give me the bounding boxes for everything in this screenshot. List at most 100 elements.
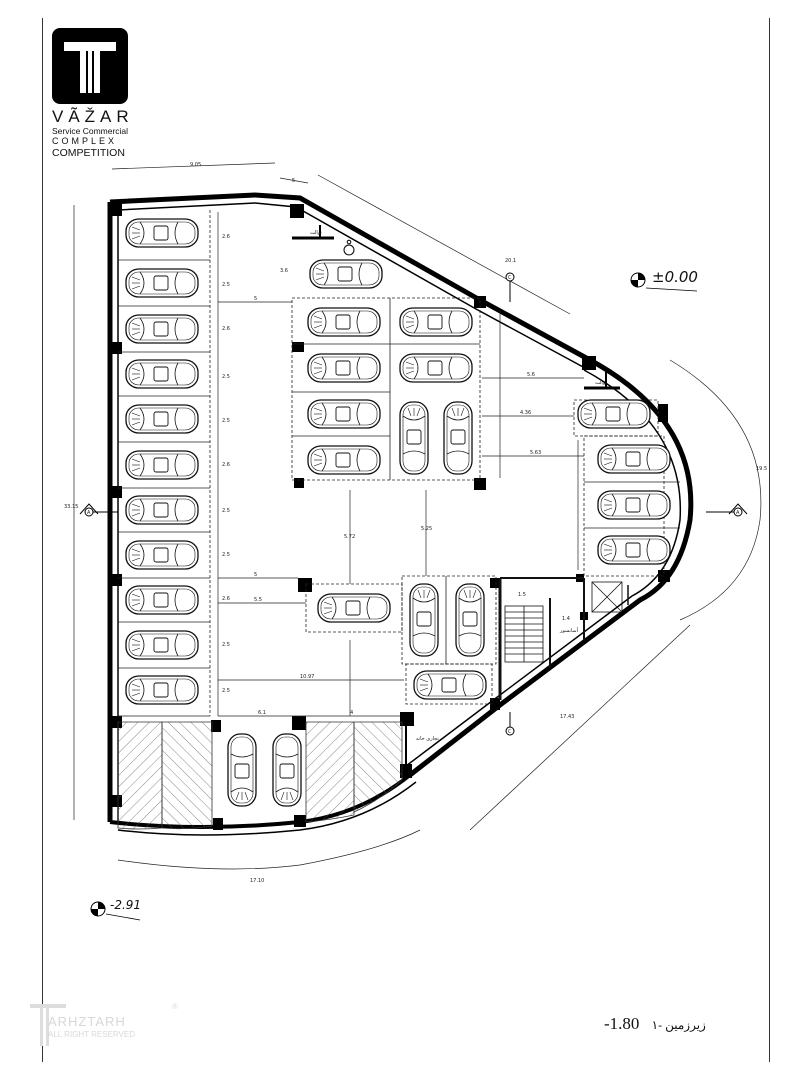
car <box>597 490 671 520</box>
floor-name: زیرزمین -۱ <box>651 1018 706 1032</box>
logo-subtitle: Service Commercial <box>52 126 129 136</box>
floor-title: -1.80 زیرزمین -۱ <box>604 1014 706 1034</box>
car <box>125 404 199 434</box>
level-lower: -2.91 <box>110 898 142 912</box>
car <box>399 353 473 383</box>
level-ground: ±0.00 <box>652 268 698 286</box>
car <box>125 585 199 615</box>
dim-aisle: 5.25 <box>421 526 432 532</box>
dim-stall: 2.6 <box>222 462 230 468</box>
car <box>307 353 381 383</box>
dim-stall: 2.5 <box>222 688 230 694</box>
watermark-registered: ® <box>172 1002 178 1011</box>
section-label: A <box>736 510 740 516</box>
section-marker-labels: A A C C <box>87 275 740 735</box>
dim-diag-bottom: 17.43 <box>560 714 574 720</box>
car <box>125 630 199 660</box>
logo-mark <box>52 28 128 104</box>
car <box>455 583 485 657</box>
partitions <box>118 210 680 717</box>
car <box>125 450 199 480</box>
car <box>125 540 199 570</box>
section-marker-c-top <box>505 272 515 302</box>
dim-top-overall: 9.05 <box>190 162 201 168</box>
car <box>443 401 473 475</box>
watermark-rights: ALL RIGHT RESERVED <box>48 1030 135 1039</box>
level-symbol-ground <box>630 272 698 292</box>
car <box>307 399 381 429</box>
dim-aisle: 5.72 <box>344 534 355 540</box>
car <box>597 444 671 474</box>
car <box>409 583 439 657</box>
dim-aisle: 10.97 <box>300 674 314 680</box>
car <box>125 218 199 248</box>
logo-subtitle-complex: COMPLEX <box>52 136 118 146</box>
watermark: ARHZTARH ® ALL RIGHT RESERVED <box>30 1000 178 1053</box>
section-marker-a-left <box>79 503 118 517</box>
car <box>317 593 391 623</box>
ramp-hatch <box>117 721 403 830</box>
dim-aisle: 6.1 <box>258 710 266 716</box>
logo: VÃŽAR Service Commercial COMPLEX COMPETI… <box>52 28 132 160</box>
dim-left-overall: 33.15 <box>64 504 78 510</box>
dim-upper: 3.6 <box>280 268 288 274</box>
car <box>272 733 302 807</box>
section-marker-c-bottom <box>505 712 515 736</box>
dim-stall: 2.5 <box>222 418 230 424</box>
dim-stall: 2.6 <box>222 596 230 602</box>
room-label-shaft: آسانسور <box>559 627 579 634</box>
dim-right: 5.6 <box>527 372 535 378</box>
car <box>125 495 199 525</box>
dim-stall: 2.5 <box>222 374 230 380</box>
room-label-storage: تجاری خانه <box>416 736 439 742</box>
dim-top-small: 5 <box>292 178 295 184</box>
car <box>227 733 257 807</box>
car <box>309 259 383 289</box>
dim-aisle: 4 <box>350 710 353 716</box>
watermark-name: ARHZTARH <box>48 1014 126 1029</box>
dim-right-arc: 19.5 <box>756 466 767 472</box>
car <box>307 307 381 337</box>
car <box>125 675 199 705</box>
room-label-toilet-1: توالت <box>310 230 322 236</box>
dim-stall: 2.6 <box>222 234 230 240</box>
dimension-lines <box>73 162 762 870</box>
car <box>577 399 651 429</box>
dim-stair: 1.5 <box>518 592 526 598</box>
section-label: C <box>508 729 512 735</box>
section-label: C <box>508 275 512 281</box>
car <box>413 670 487 700</box>
dim-stall: 2.5 <box>222 642 230 648</box>
dim-stall-len: 5 <box>254 296 257 302</box>
car <box>125 268 199 298</box>
room-label-toilet-2: توالت <box>595 380 607 386</box>
car <box>399 307 473 337</box>
dim-stair: 1.4 <box>562 616 570 622</box>
section-markers <box>79 272 748 736</box>
car <box>125 359 199 389</box>
dim-right: 5.63 <box>530 450 541 456</box>
logo-competition: COMPETITION <box>52 147 125 159</box>
watermark-column-icon <box>30 1004 66 1046</box>
dimension-labels: 9.05 5 20.1 19.5 33.15 17.10 17.43 2.6 2… <box>64 162 767 884</box>
dim-bottom-arc: 17.10 <box>250 878 264 884</box>
columns <box>110 202 670 830</box>
dim-right: 4.36 <box>520 410 531 416</box>
dim-stall-len: 5 <box>254 572 257 578</box>
dim-stall: 2.6 <box>222 326 230 332</box>
sheet-frame <box>42 18 770 1062</box>
service-rooms <box>292 225 620 764</box>
dim-aisle: 5.5 <box>254 597 262 603</box>
logo-name: VÃŽAR <box>52 107 134 126</box>
dim-diag-top: 20.1 <box>505 258 516 264</box>
floor-level: -1.80 <box>604 1014 640 1033</box>
dim-stall: 2.5 <box>222 552 230 558</box>
staircase <box>498 577 629 700</box>
dim-stall: 2.5 <box>222 508 230 514</box>
parking-cars <box>125 218 671 807</box>
dim-stall: 2.5 <box>222 282 230 288</box>
car <box>307 445 381 475</box>
car <box>125 314 199 344</box>
section-marker-a-right <box>706 503 748 517</box>
